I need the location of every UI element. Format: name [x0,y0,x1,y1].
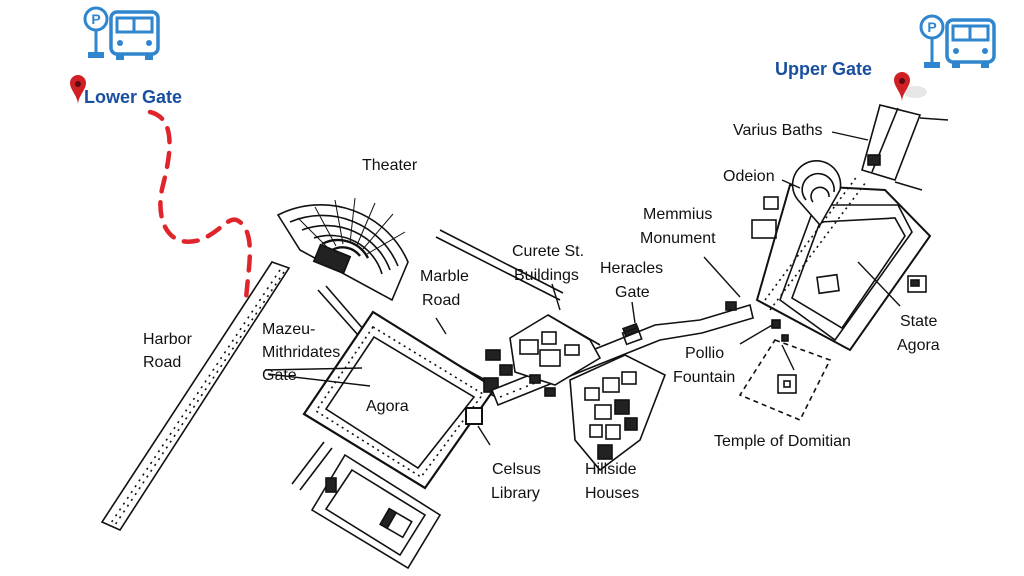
parking-letter: P [91,11,100,27]
label-celsus-library-2: Library [491,485,540,502]
upper-gate-label: Upper Gate [775,59,872,79]
label-temple-of-domitian: Temple of Domitian [714,433,851,450]
leader-lines [264,131,901,446]
label-marble-road-2: Road [422,292,460,309]
label-celsus-library: Celsus [492,461,541,478]
label-mazeu-gate-3: Gate [262,367,297,384]
label-pollio-fountain-2: Fountain [673,369,735,386]
parking-icon[interactable]: P [919,14,945,68]
lower-gate-pin[interactable] [70,75,86,105]
hillside-houses [569,354,667,472]
label-marble-road: Marble [420,268,469,285]
label-memmius-monument-2: Monument [640,230,716,247]
lower-gate-label: Lower Gate [84,87,182,107]
label-harbor-road: Harbor [143,331,193,348]
label-pollio-fountain: Pollio [685,345,724,362]
label-curete-buildings-2: Buildings [514,267,579,284]
label-memmius-monument: Memmius [643,206,712,223]
label-theater: Theater [362,157,418,174]
label-hillside-houses-2: Houses [585,485,639,502]
odeion [791,160,842,227]
label-mazeu-gate: Mazeu- [262,321,315,338]
parking-letter: P [927,19,936,35]
memmius-monument [725,301,737,311]
label-curete-buildings: Curete St. [512,243,584,260]
theater [276,197,409,302]
parking-icon[interactable]: P [83,6,109,58]
south-buildings [291,441,442,570]
walking-route [147,109,253,303]
label-harbor-road-2: Road [143,354,181,371]
bus-icon[interactable] [109,10,160,60]
label-state-agora: State [900,313,937,330]
label-varius-baths: Varius Baths [733,122,823,139]
label-state-agora-2: Agora [897,337,940,354]
label-odeion: Odeion [723,168,775,185]
label-mazeu-gate-2: Mithridates [262,344,340,361]
pollio-fountain [771,319,781,329]
label-agora: Agora [366,398,409,415]
agora [302,310,497,490]
map-labels: Theater Harbor Road Mazeu- Mithridates G… [143,122,940,502]
upper-gate-pin[interactable] [894,72,927,102]
label-heracles-gate-2: Gate [615,284,650,301]
varius-baths [861,104,949,191]
state-agora [755,174,932,352]
temple-of-domitian [738,339,832,422]
harbor-road [100,261,291,532]
label-heracles-gate: Heracles [600,260,663,277]
bus-icon[interactable] [945,18,996,68]
label-hillside-houses: Hillside [585,461,637,478]
heracles-gate [621,322,643,346]
curete-buildings [485,314,602,397]
